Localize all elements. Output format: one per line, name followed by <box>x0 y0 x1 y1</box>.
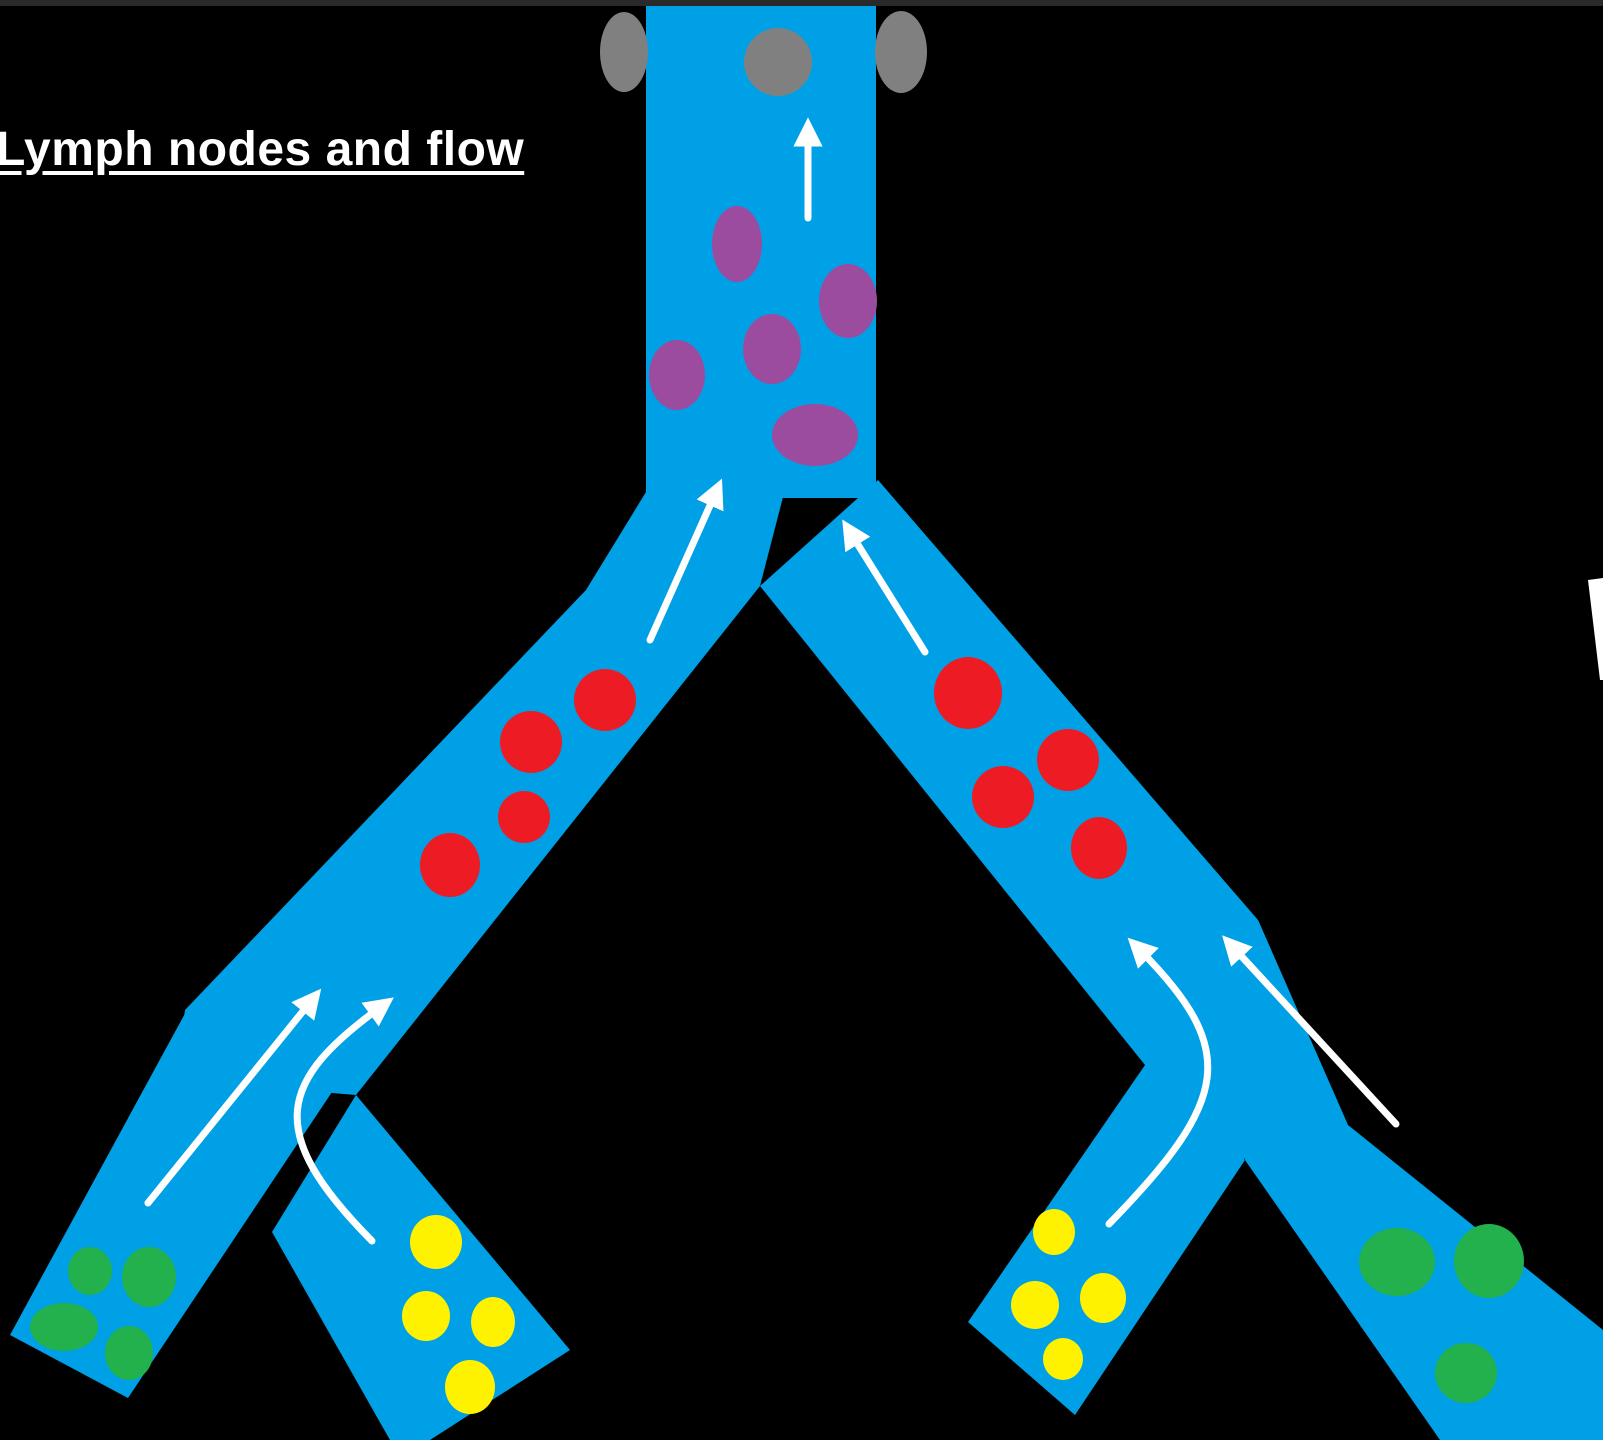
yellow-cell <box>410 1215 462 1269</box>
purple-cell <box>772 404 858 466</box>
grey-node-center <box>744 28 812 96</box>
yellow-cell <box>1043 1338 1083 1380</box>
left-branch-vessel <box>175 470 790 1095</box>
red-cell <box>420 833 480 897</box>
red-cell <box>1037 729 1099 791</box>
yellow-cell <box>402 1291 450 1341</box>
red-cell <box>934 657 1002 729</box>
yellow-cell <box>1033 1209 1075 1255</box>
yellow-cell <box>445 1360 495 1414</box>
red-cell <box>1071 817 1127 879</box>
green-cell-group <box>30 1224 1524 1403</box>
green-cell <box>1359 1228 1435 1296</box>
grey-node-right <box>875 11 927 93</box>
left-inner-sub-vessel <box>272 1095 570 1440</box>
purple-cell <box>712 206 762 282</box>
green-cell <box>1454 1224 1524 1298</box>
purple-cell <box>819 264 877 338</box>
green-cell <box>30 1303 98 1351</box>
green-cell <box>105 1326 153 1380</box>
purple-cell <box>743 314 801 384</box>
page-title: Lymph nodes and flow <box>0 122 524 177</box>
green-cell <box>122 1247 176 1307</box>
yellow-cell <box>1080 1273 1126 1323</box>
red-cell <box>498 791 550 843</box>
red-cell <box>574 669 636 731</box>
grey-node-left <box>600 12 648 92</box>
red-cell <box>972 766 1034 828</box>
red-cell <box>500 711 562 773</box>
green-cell <box>68 1247 112 1295</box>
yellow-cell <box>471 1297 515 1347</box>
right-outer-sub-vessel <box>1245 920 1603 1440</box>
edge-mark <box>1588 578 1603 680</box>
yellow-cell <box>1011 1281 1059 1329</box>
green-cell <box>1435 1343 1497 1403</box>
purple-cell <box>649 340 705 410</box>
